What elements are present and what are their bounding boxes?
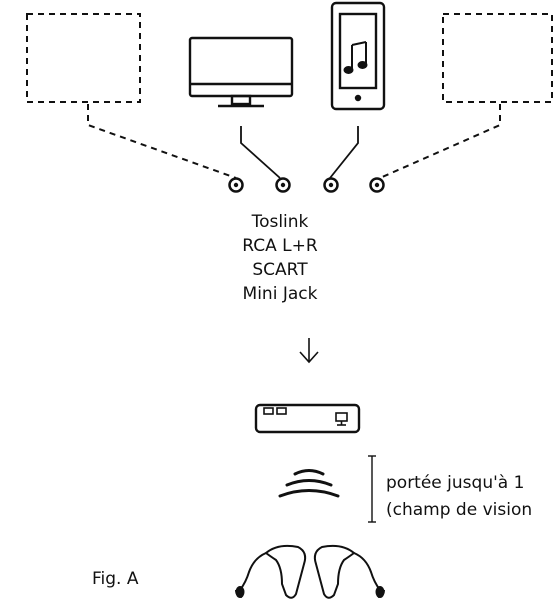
range-line-1: portée jusqu'à 1 <box>386 473 525 493</box>
jack-connector-icon <box>228 177 244 193</box>
jack-connector-icon <box>275 177 291 193</box>
wireless-signal-icon <box>278 469 340 498</box>
monitor-cable <box>240 126 281 179</box>
jack-connector-icon <box>369 177 385 193</box>
monitor-icon <box>188 36 294 108</box>
hearing-aids-icon <box>235 544 385 599</box>
range-line-2: (champ de vision <box>386 500 533 520</box>
smartphone-music-icon <box>330 1 386 111</box>
transmitter-icon <box>254 403 361 434</box>
input-type-label: Mini Jack <box>242 284 318 304</box>
right-placeholder-box <box>442 13 553 103</box>
input-type-label: Toslink <box>251 212 309 232</box>
range-bracket <box>368 455 376 523</box>
jack-connector-icon <box>323 177 339 193</box>
input-type-label: SCART <box>252 260 308 280</box>
figure-label: Fig. A <box>92 569 139 589</box>
left-placeholder-box <box>26 13 141 103</box>
down-arrow-icon <box>299 338 319 364</box>
input-type-label: RCA L+R <box>242 236 318 256</box>
input-types-list: Toslink RCA L+R SCART Mini Jack <box>200 210 360 306</box>
left-dashed-cable <box>87 104 237 179</box>
range-description: portée jusqu'à 1 (champ de vision <box>386 470 532 524</box>
right-dashed-cable <box>379 104 501 179</box>
phone-cable <box>329 126 359 179</box>
